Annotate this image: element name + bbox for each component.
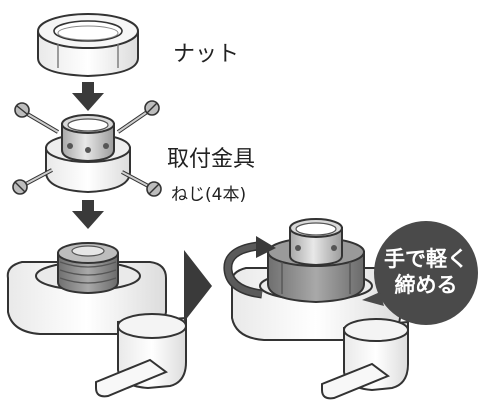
screw-top-right [116,100,160,134]
chevron-right-icon [184,250,212,322]
down-arrow-icon [72,200,104,229]
faucet-body-left [6,242,187,398]
screw-top-left [14,102,60,134]
nut-part [37,13,139,78]
badge-text: 手で軽く 締める [378,246,474,298]
faucet-body-right [230,218,409,400]
bracket-part [45,114,131,194]
down-arrow-icon [72,82,104,111]
badge-line-1: 手で軽く [384,247,468,271]
bracket-label: 取付金具 [167,147,256,172]
badge-line-2: 締める [394,273,458,297]
rotate-arrow-icon [223,236,276,299]
screws-label: ねじ(4本) [171,185,247,205]
instruction-badge [362,221,478,325]
screw-bottom-left [12,168,53,195]
nut-label: ナット [173,42,240,67]
screw-bottom-right [121,170,162,197]
